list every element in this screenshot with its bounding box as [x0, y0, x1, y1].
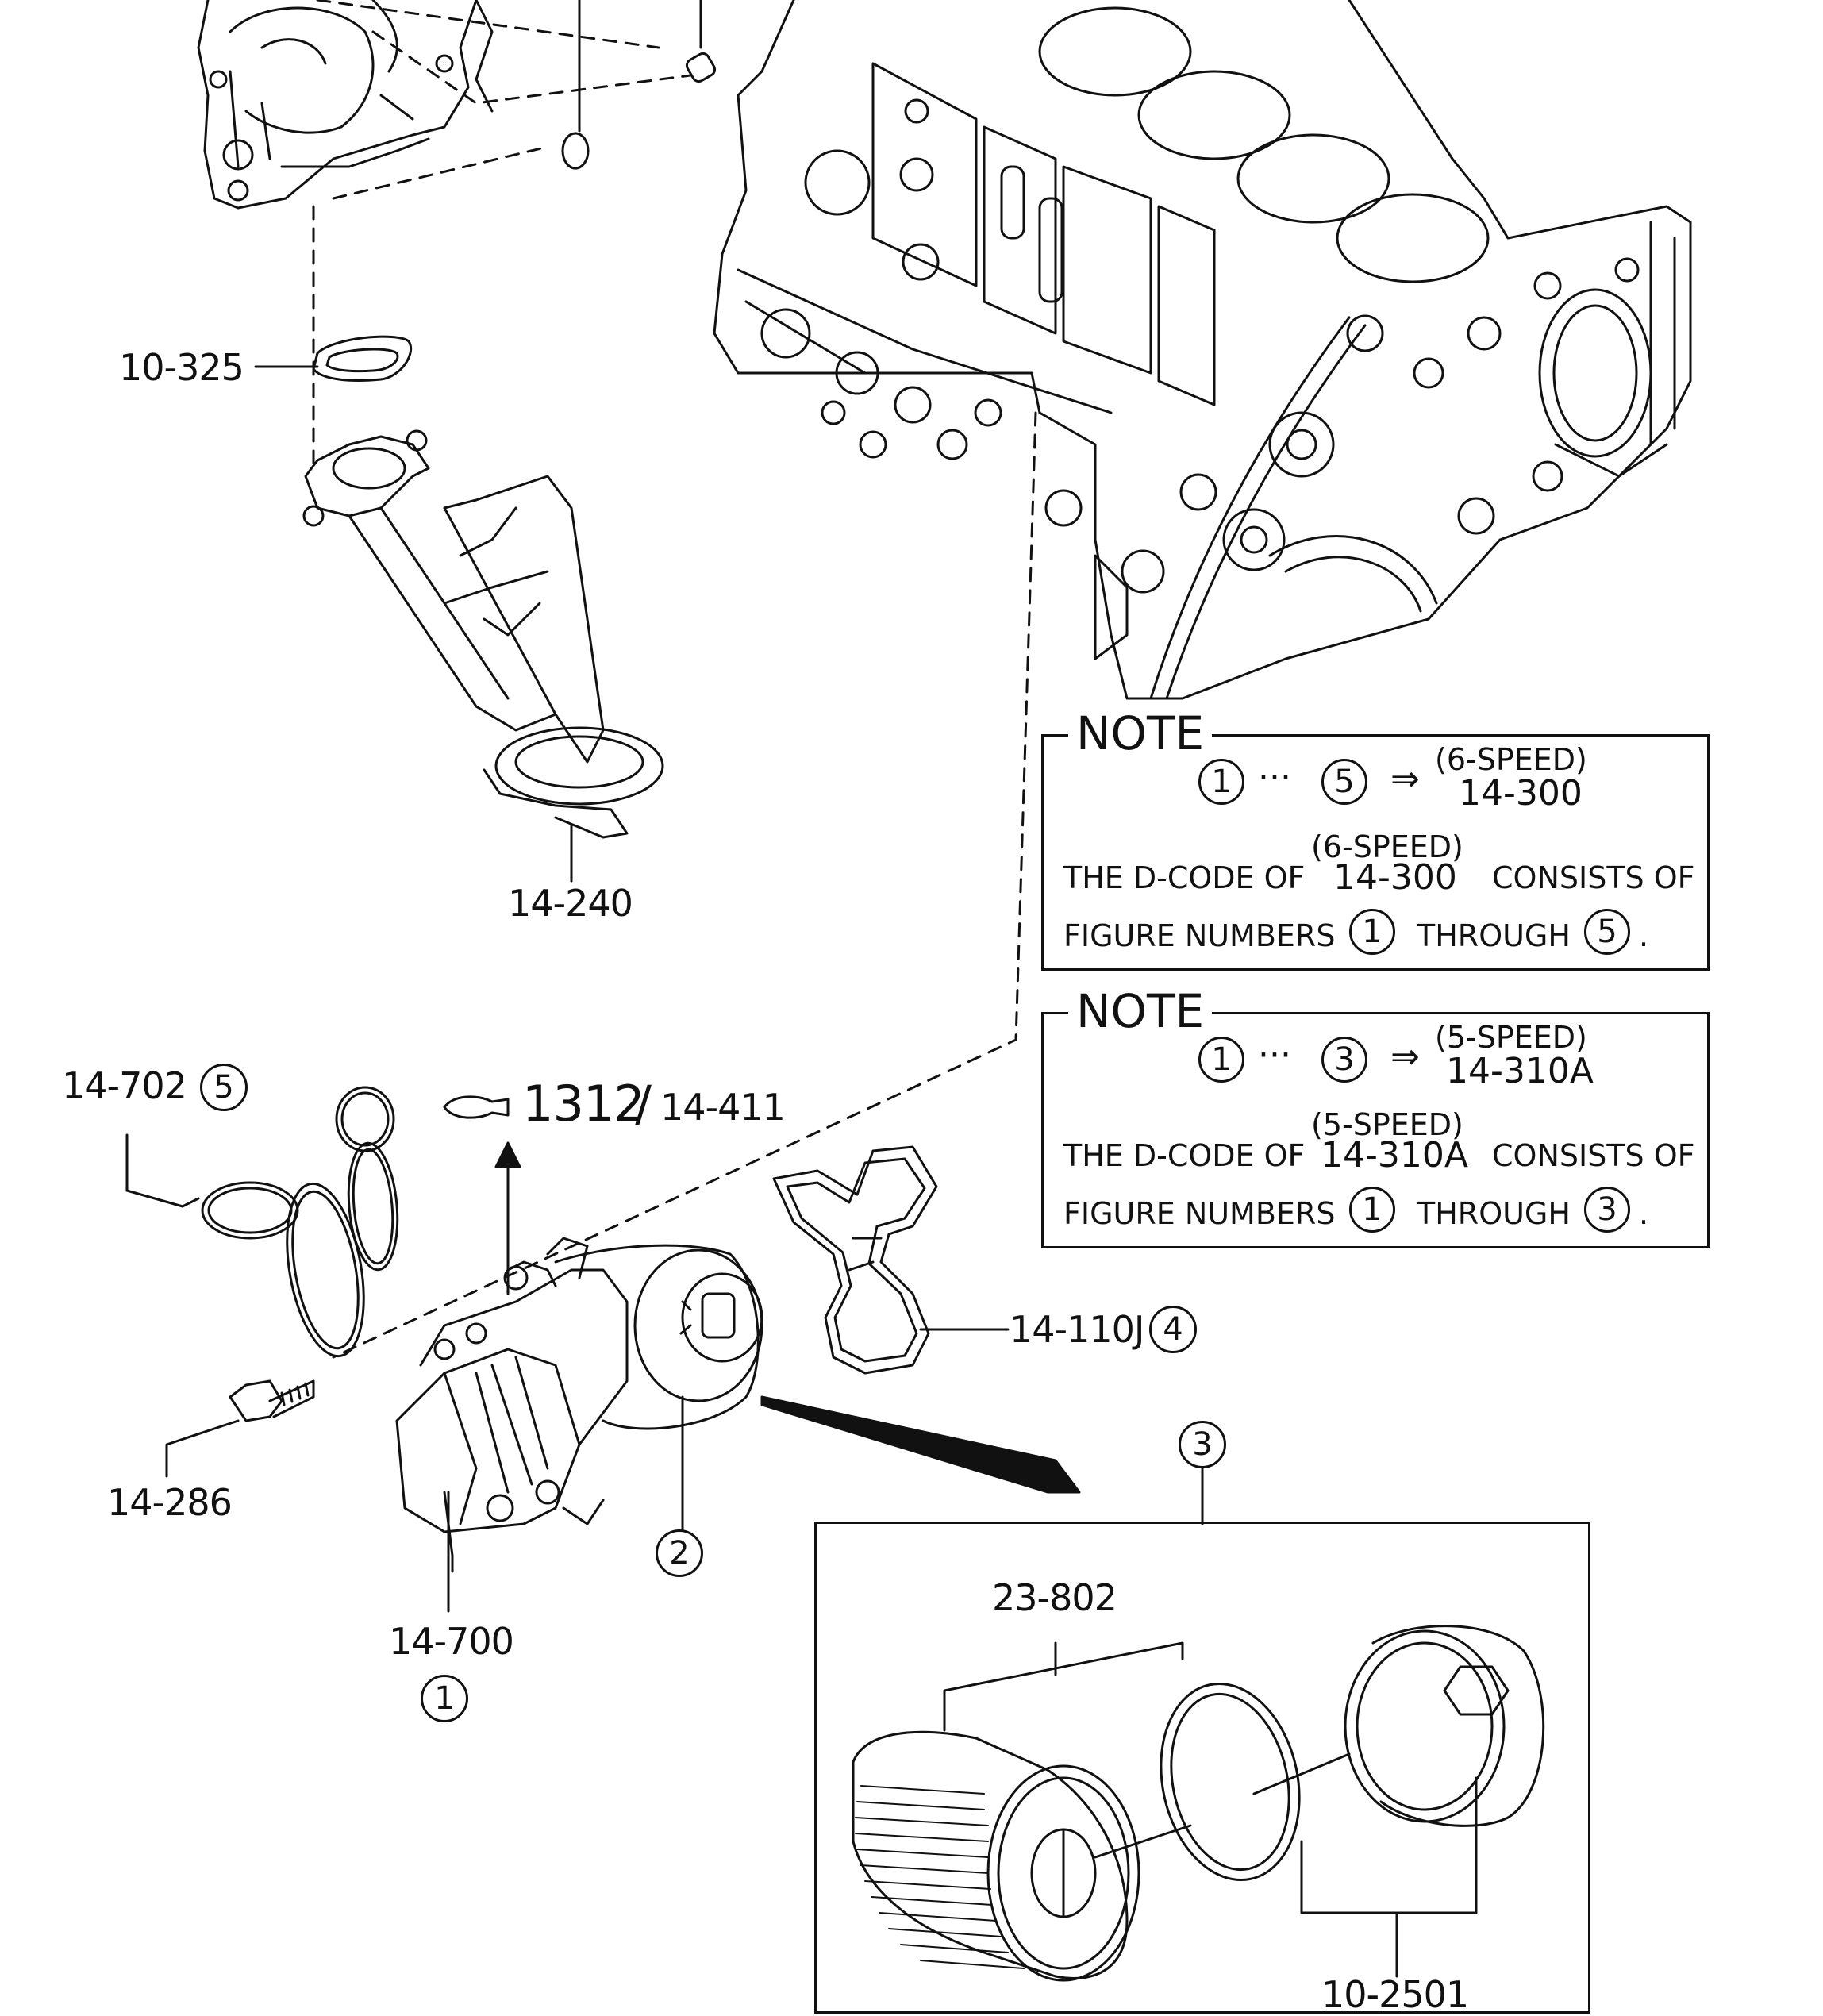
cylinder-block-drawing — [713, 0, 1692, 700]
note2-code-header: 14-310A — [1446, 1051, 1594, 1091]
note2-arrow: ⇒ — [1390, 1037, 1420, 1077]
callout-2: 2 — [656, 1529, 703, 1577]
note-line2-to-circle: 5 — [1584, 909, 1630, 955]
note-line2-prefix: FIGURE NUMBERS — [1063, 918, 1336, 953]
note2-speed-header: (5-SPEED) — [1435, 1020, 1587, 1055]
note-line2-middle: THROUGH — [1417, 918, 1571, 953]
note-title-2: NOTE — [1068, 988, 1213, 1034]
part-label-10-325: 10-325 — [119, 346, 244, 389]
note-speed-header: (6-SPEED) — [1435, 742, 1587, 777]
part-label-14-240: 14-240 — [508, 882, 633, 925]
part-label-23-802: 23-802 — [992, 1576, 1117, 1619]
note2-range-to-circle: 3 — [1321, 1037, 1367, 1083]
oil-filter-kit-box — [814, 1522, 1590, 2014]
part-label-10-2501: 10-2501 — [1321, 1973, 1469, 2016]
pointer-to-kit — [760, 1395, 1081, 1494]
note2-range-from-circle: 1 — [1198, 1037, 1244, 1083]
note2-line2-to-circle: 3 — [1584, 1187, 1630, 1233]
oil-strainer-drawing — [302, 429, 664, 883]
note-line1-code: 14-300 — [1333, 857, 1457, 898]
note2-line2-middle: THROUGH — [1417, 1196, 1571, 1231]
part-label-14-286: 14-286 — [107, 1481, 233, 1524]
oil-pump-cover-drawing — [197, 0, 494, 210]
part-label-1312: 1312 — [522, 1075, 645, 1133]
note2-line1-speed: (5-SPEED) — [1311, 1107, 1463, 1142]
note2-line2-from-circle: 1 — [1349, 1187, 1395, 1233]
note2-line1-suffix: CONSISTS OF — [1492, 1138, 1695, 1173]
note-range-dots: ··· — [1258, 757, 1291, 798]
note-range-to-circle: 5 — [1321, 759, 1367, 805]
reference-arrow — [443, 1095, 521, 1272]
note-line1-suffix: CONSISTS OF — [1492, 860, 1695, 895]
note-line1-speed: (6-SPEED) — [1311, 829, 1463, 864]
note-box-5-speed — [1041, 1012, 1710, 1248]
note2-line1-code: 14-310A — [1321, 1135, 1468, 1175]
callout-3: 3 — [1179, 1421, 1226, 1468]
slash-separator: / — [635, 1075, 652, 1133]
part-label-14-702: 14-702 — [62, 1064, 187, 1107]
note2-range-dots: ··· — [1258, 1035, 1291, 1075]
oring-set-drawing — [125, 1086, 399, 1358]
note2-line1-prefix: THE D-CODE OF — [1063, 1138, 1306, 1173]
note-line2-period: . — [1639, 918, 1649, 953]
note-range-from-circle: 1 — [1198, 759, 1244, 805]
bolt-drawing — [165, 1379, 315, 1478]
note-title: NOTE — [1068, 710, 1213, 756]
dashed-guide-lines — [312, 0, 1037, 1359]
part-label-14-700: 14-700 — [389, 1620, 514, 1663]
note-line1-prefix: THE D-CODE OF — [1063, 860, 1306, 895]
oil-filter-kit-drawing — [852, 1625, 1545, 1982]
cooler-gasket-drawing — [772, 1145, 1010, 1375]
oil-strainer-gasket — [254, 335, 412, 382]
callout-5-near-14-702: 5 — [200, 1064, 248, 1111]
note2-line2-prefix: FIGURE NUMBERS — [1063, 1196, 1336, 1231]
dowel-pin-and-oring — [561, 0, 717, 170]
note-arrow: ⇒ — [1390, 759, 1420, 799]
part-label-14-110j: 14-110J — [1010, 1308, 1144, 1351]
part-label-14-411: 14-411 — [660, 1086, 786, 1129]
note2-line2-period: . — [1639, 1196, 1649, 1231]
oil-filter-housing-drawing — [395, 1237, 763, 1573]
callout-1: 1 — [421, 1675, 468, 1722]
note-box-6-speed — [1041, 734, 1710, 971]
callout-4: 4 — [1149, 1306, 1197, 1353]
note-code-header: 14-300 — [1459, 773, 1583, 814]
note-line2-from-circle: 1 — [1349, 909, 1395, 955]
